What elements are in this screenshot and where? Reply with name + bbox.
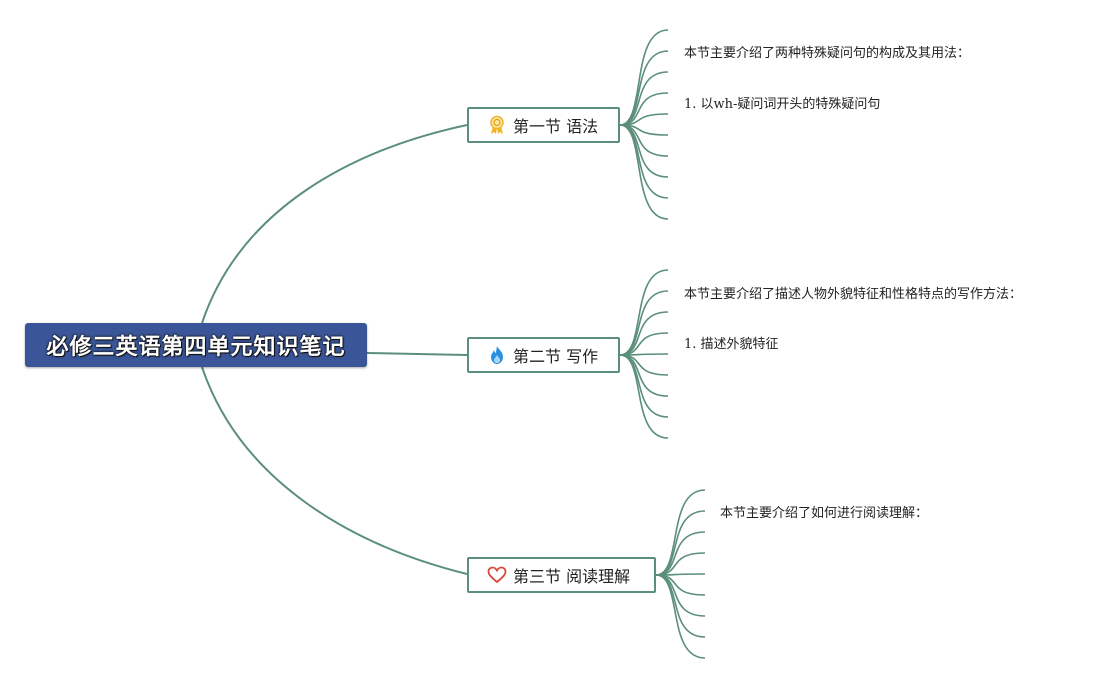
topic-grammar[interactable]: 第一节 语法	[467, 107, 620, 143]
sub-branches-2	[619, 269, 669, 439]
branch-line-3	[201, 366, 468, 575]
topic-writing[interactable]: 第二节 写作	[467, 337, 620, 373]
flame-icon	[487, 345, 507, 365]
branch-line-1	[201, 124, 468, 324]
sub-branch-3-8	[655, 574, 706, 638]
topic-grammar-label: 第一节 语法	[513, 117, 599, 136]
topic-writing-label: 第二节 写作	[513, 347, 599, 366]
sub-branch-1-4	[619, 92, 669, 126]
sub-branch-1-7	[619, 124, 669, 157]
sub-branch-1-10	[619, 124, 669, 220]
sub-branch-3-9	[655, 574, 706, 659]
sub-branches-1	[619, 29, 669, 220]
grammar-note-2: 1. 以wh-疑问词开头的特殊疑问句	[684, 97, 881, 112]
sub-branch-1-2	[619, 50, 669, 126]
sub-branch-2-2	[619, 290, 669, 356]
sub-branch-3-2	[655, 510, 706, 576]
heart-icon	[487, 565, 507, 585]
branch-line-2	[366, 352, 468, 356]
reading-note-1: 本节主要介绍了如何进行阅读理解：	[720, 506, 929, 521]
root-title: 必修三英语第四单元知识笔记	[46, 335, 346, 360]
topic-reading[interactable]: 第三节 阅读理解	[467, 557, 656, 593]
writing-note-2: 1. 描述外貌特征	[684, 337, 779, 352]
sub-branches-3	[655, 489, 706, 659]
sub-branch-1-1	[619, 29, 669, 126]
ribbon-badge-icon	[487, 115, 507, 135]
writing-note-1: 本节主要介绍了描述人物外貌特征和性格特点的写作方法：	[684, 287, 1023, 302]
sub-branch-3-1	[655, 489, 706, 576]
grammar-note-1: 本节主要介绍了两种特殊疑问句的构成及其用法：	[684, 46, 971, 61]
topic-reading-label: 第三节 阅读理解	[513, 567, 631, 586]
root-node[interactable]: 必修三英语第四单元知识笔记	[25, 323, 367, 367]
sub-branch-2-8	[619, 354, 669, 418]
sub-branch-2-9	[619, 354, 669, 439]
sub-branch-2-1	[619, 269, 669, 356]
